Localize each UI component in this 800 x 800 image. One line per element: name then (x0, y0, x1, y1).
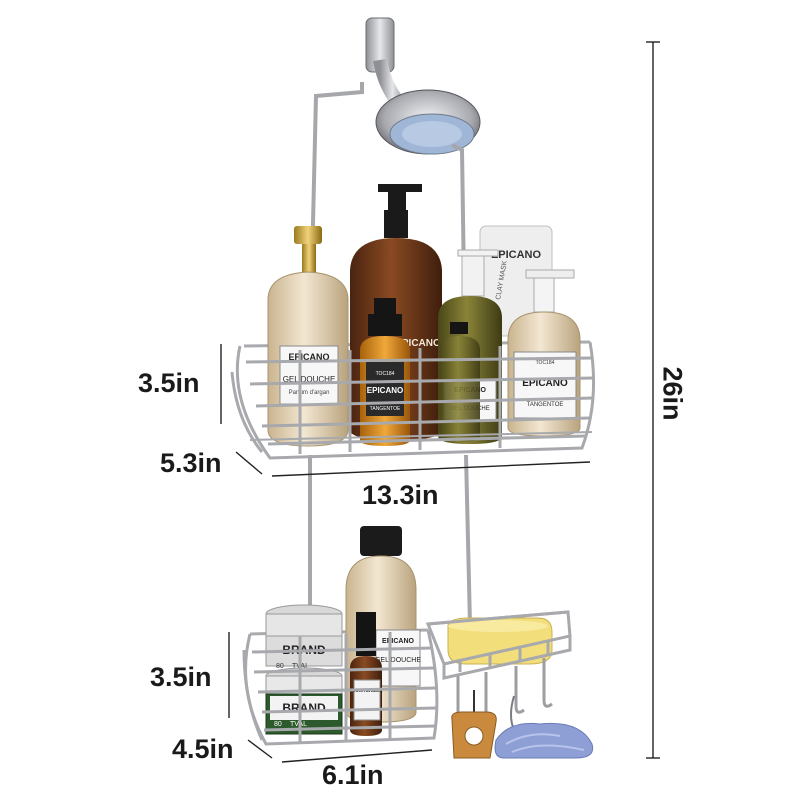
upper-height-label: 3.5in (138, 368, 200, 398)
lower-width-label: 6.1in (322, 760, 384, 790)
jar-bottom-num: 80 (274, 721, 282, 728)
white-bottle-brand: EPICANO (522, 378, 568, 389)
white-bottle-code: TOC184 (536, 360, 555, 366)
lower-basket (242, 629, 439, 746)
soap-dish (425, 610, 572, 680)
total-height-label: 26in (657, 366, 688, 421)
bottle-left-brand: EPICANO (288, 352, 329, 362)
lower-bottle-name: GEL DOUCHE (375, 657, 421, 664)
shower-head (365, 17, 481, 155)
upper-depth-label: 5.3in (160, 448, 222, 478)
lower-depth-label: 4.5in (172, 734, 234, 764)
bottle-left-name: GEL DOUCHE (283, 375, 336, 384)
dimension-lines (220, 41, 660, 763)
upper-basket (230, 341, 596, 460)
jar-bottom-brand: BRAND (282, 701, 326, 715)
dropper-brand: EPICANO (367, 386, 403, 395)
dropper-sub: TANGENTOE (370, 406, 401, 412)
tube-brand: EPICANO (491, 249, 542, 261)
hooks (456, 658, 553, 720)
jar-top-num: 80 (276, 663, 284, 670)
white-bottle-sub: TANGENTOE (527, 402, 564, 408)
dropper-code: TOC184 (376, 371, 395, 377)
bottle-left-sub: Parfum d'argan (289, 390, 330, 396)
hanging-accessories (451, 690, 594, 759)
amber-bottle-brand: EPICANO (395, 338, 441, 349)
lower-height-label: 3.5in (150, 662, 212, 692)
upper-width-label: 13.3in (362, 480, 439, 510)
lower-bottle-brand: EPICANO (382, 638, 414, 645)
